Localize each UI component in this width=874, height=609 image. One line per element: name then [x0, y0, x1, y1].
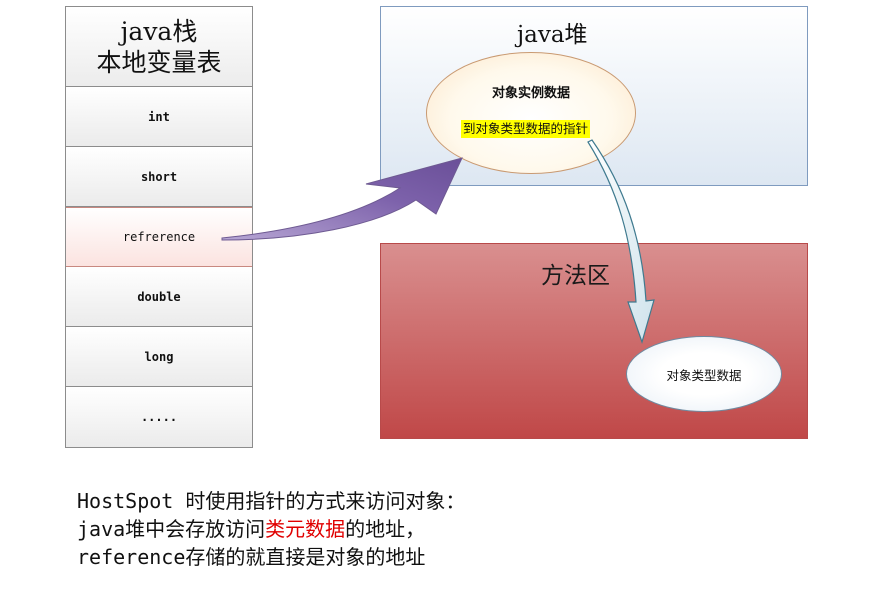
stack-header: java栈 本地变量表: [66, 7, 252, 87]
stack-cell-double: double: [66, 267, 252, 327]
caption-class-metadata-highlight: 类元数据: [265, 517, 346, 541]
type-pointer-to-type-data-arrow: [587, 139, 655, 344]
object-type-data-ellipse: 对象类型数据: [626, 336, 782, 412]
stack-cell-int: int: [66, 87, 252, 147]
stack-cell-short: short: [66, 147, 252, 207]
caption-line-2: java堆中会存放访问类元数据的地址，: [77, 515, 465, 543]
stack-cell-reference: refrerence: [66, 207, 252, 267]
heap-title: java堆: [517, 22, 588, 48]
caption-line-3: reference存储的就直接是对象的地址: [77, 545, 426, 569]
type-pointer-label: 到对象类型数据的指针: [461, 120, 591, 138]
object-type-data-label: 对象类型数据: [666, 367, 742, 383]
caption-line-2-end: 的地址，: [345, 517, 426, 541]
local-variable-table-title: 本地变量表: [96, 47, 222, 77]
caption-line-1: HostSpot 时使用指针的方式来访问对象：: [77, 489, 466, 513]
java-stack-table: java栈 本地变量表 int short refrerence double …: [65, 6, 253, 448]
stack-cell-ellipsis: .....: [66, 387, 252, 447]
stack-cell-long: long: [66, 327, 252, 387]
caption-block: HostSpot 时使用指针的方式来访问对象： java堆中会存放访问类元数据的…: [77, 487, 465, 571]
stack-title: java栈: [120, 16, 198, 46]
caption-line-2-start: java堆中会存放访问: [77, 517, 266, 541]
object-instance-data-label: 对象实例数据: [491, 86, 570, 101]
method-area-title: 方法区: [541, 263, 610, 289]
reference-to-object-arrow: [221, 157, 463, 241]
